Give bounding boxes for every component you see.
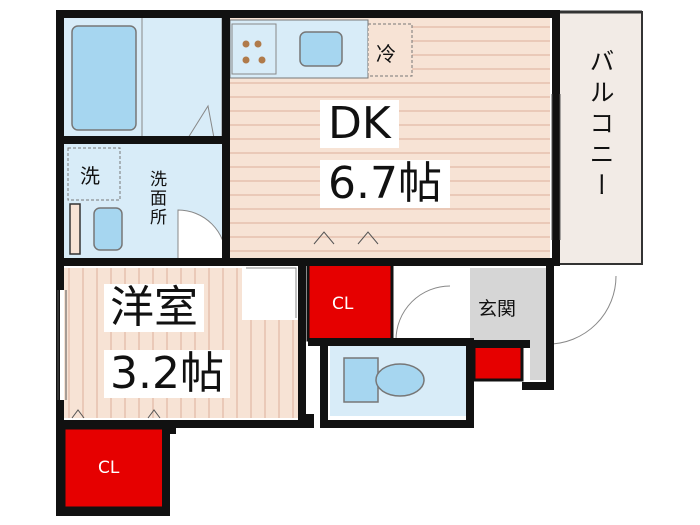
closet-upper-label: CL bbox=[332, 294, 354, 314]
bedroom-size: 3.2帖 bbox=[104, 350, 230, 398]
balcony bbox=[555, 11, 643, 265]
burner-icon bbox=[254, 40, 262, 48]
stove bbox=[231, 23, 277, 75]
fridge-label: 冷 bbox=[376, 42, 396, 66]
toilet-tank bbox=[343, 357, 379, 403]
dk-label: DK bbox=[320, 100, 399, 148]
washer-label: 洗 bbox=[80, 164, 100, 188]
burner-icon bbox=[242, 40, 250, 48]
closet-entrance bbox=[472, 342, 524, 382]
closet-lower-label: CL bbox=[98, 458, 120, 478]
dk-size: 6.7帖 bbox=[320, 160, 450, 208]
washer-box bbox=[67, 147, 121, 201]
entrance-label: 玄関 bbox=[478, 298, 517, 320]
bathtub bbox=[71, 25, 137, 131]
balcony-label: バルコニー bbox=[586, 48, 615, 203]
washroom-label: 洗面所 bbox=[146, 170, 166, 227]
closet-upper bbox=[306, 262, 394, 342]
fridge-box bbox=[367, 23, 413, 77]
toilet-bowl bbox=[375, 363, 425, 397]
bedroom-label: 洋室 bbox=[104, 284, 204, 332]
sink bbox=[299, 31, 343, 67]
burner-icon bbox=[258, 56, 266, 64]
burner-icon bbox=[242, 56, 250, 64]
entrance-floor bbox=[470, 268, 546, 342]
hallway bbox=[394, 262, 470, 344]
washbasin bbox=[93, 207, 123, 251]
